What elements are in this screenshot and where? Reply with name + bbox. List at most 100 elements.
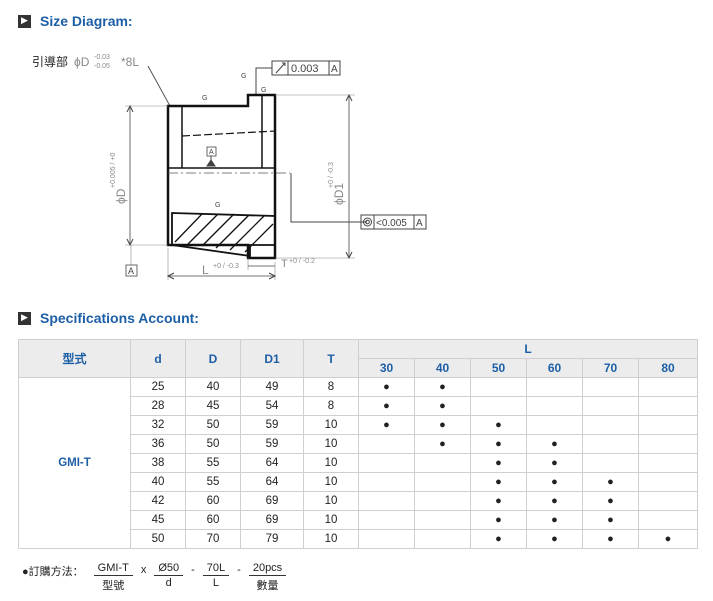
- cell-T: 10: [303, 510, 359, 530]
- lead-label: 引導部: [32, 54, 68, 69]
- availability-cell-l60: [526, 377, 583, 397]
- order-part: GMI-T 型號: [93, 562, 133, 593]
- availability-cell-l80: [638, 453, 698, 473]
- availability-cell-l50: ●: [470, 510, 527, 530]
- order-part-caption: d: [165, 577, 172, 589]
- order-operator: -: [237, 564, 241, 576]
- availability-cell-l30: [358, 529, 415, 549]
- datum-bore: A: [209, 149, 214, 156]
- availability-cell-l80: [638, 491, 698, 511]
- t-dim-tol: +0 / -0.2: [289, 258, 315, 265]
- header-l-60: 60: [526, 358, 583, 378]
- availability-cell-l80: [638, 415, 698, 435]
- cell-d: 50: [130, 529, 186, 549]
- finish-mark-flange: G: [261, 87, 266, 94]
- availability-cell-l40: [414, 510, 471, 530]
- datum-base: A: [128, 266, 134, 276]
- availability-cell-l50: [470, 396, 527, 416]
- lead-tol-top: -0.03: [94, 54, 110, 61]
- cell-d: 36: [130, 434, 186, 454]
- header-D1: D1: [240, 339, 304, 378]
- availability-cell-l40: ●: [414, 415, 471, 435]
- cell-d: 40: [130, 472, 186, 492]
- runout-datum: A: [331, 64, 338, 75]
- header-l-40: 40: [414, 358, 471, 378]
- availability-cell-l80: [638, 472, 698, 492]
- availability-cell-l60: ●: [526, 510, 583, 530]
- header-l-70: 70: [582, 358, 639, 378]
- availability-cell-l80: [638, 510, 698, 530]
- model-cell: GMI-T: [18, 377, 131, 549]
- availability-cell-l30: ●: [358, 396, 415, 416]
- spec-heading: ▶ Specifications Account:: [18, 310, 199, 326]
- order-part-caption: 數量: [256, 580, 279, 592]
- order-part-value: GMI-T: [93, 562, 133, 576]
- d1-dim-tol: +0 / -0.3: [328, 162, 335, 188]
- cell-T: 10: [303, 472, 359, 492]
- availability-cell-l60: [526, 396, 583, 416]
- availability-cell-l40: [414, 472, 471, 492]
- availability-cell-l80: [638, 434, 698, 454]
- size-diagram: 引導部 ϕD -0.03 -0.05 *8L 0.003 A G G G G A…: [32, 54, 427, 280]
- lead-len: *8L: [121, 55, 139, 69]
- concentricity-datum: A: [416, 218, 423, 229]
- availability-cell-l40: ●: [414, 377, 471, 397]
- availability-cell-l70: ●: [582, 529, 639, 549]
- cell-d: 28: [130, 396, 186, 416]
- availability-cell-l60: [526, 415, 583, 435]
- availability-cell-l40: [414, 529, 471, 549]
- cell-T: 10: [303, 453, 359, 473]
- availability-cell-l30: ●: [358, 377, 415, 397]
- cell-D1: 69: [240, 510, 304, 530]
- finish-mark-od: G: [202, 95, 207, 102]
- availability-cell-l50: ●: [470, 472, 527, 492]
- order-operator: x: [140, 564, 147, 576]
- cell-D1: 59: [240, 434, 304, 454]
- cell-D: 60: [185, 491, 241, 511]
- availability-cell-l50: [470, 377, 527, 397]
- availability-cell-l70: ●: [582, 510, 639, 530]
- availability-cell-l80: [638, 396, 698, 416]
- availability-cell-l50: ●: [470, 491, 527, 511]
- availability-cell-l30: [358, 491, 415, 511]
- order-operator: -: [191, 564, 195, 576]
- availability-cell-l60: ●: [526, 472, 583, 492]
- cell-T: 10: [303, 491, 359, 511]
- cell-T: 10: [303, 434, 359, 454]
- concentricity-value: <0.005: [376, 218, 407, 229]
- size-diagram-title: Size Diagram:: [40, 13, 133, 29]
- header-l-30: 30: [358, 358, 415, 378]
- d-dim-tol: +0.005 / +0: [110, 152, 117, 188]
- d-dim-label: ϕD: [114, 188, 128, 204]
- cell-d: 38: [130, 453, 186, 473]
- availability-cell-l60: ●: [526, 491, 583, 511]
- cell-D1: 49: [240, 377, 304, 397]
- order-label: ●訂購方法：: [22, 566, 84, 578]
- availability-cell-l60: ●: [526, 453, 583, 473]
- availability-cell-l50: ●: [470, 453, 527, 473]
- availability-cell-l60: ●: [526, 434, 583, 454]
- availability-cell-l30: [358, 453, 415, 473]
- order-part-caption: 型號: [102, 580, 125, 592]
- hatched-section: [171, 212, 276, 258]
- availability-cell-l50: ●: [470, 529, 527, 549]
- availability-cell-l30: [358, 510, 415, 530]
- cell-D1: 64: [240, 453, 304, 473]
- cell-D: 55: [185, 453, 241, 473]
- cell-D: 55: [185, 472, 241, 492]
- availability-cell-l30: [358, 434, 415, 454]
- finish-mark-bore: G: [215, 202, 220, 209]
- cell-T: 8: [303, 377, 359, 397]
- runout-value: 0.003: [291, 63, 319, 75]
- t-dim-label: T: [281, 258, 288, 270]
- cell-d: 32: [130, 415, 186, 435]
- availability-cell-l60: ●: [526, 529, 583, 549]
- arrow-right-icon: ▶: [18, 14, 31, 28]
- availability-cell-l70: [582, 377, 639, 397]
- cell-D1: 59: [240, 415, 304, 435]
- runout-arrow-icon: [275, 62, 286, 74]
- availability-cell-l80: [638, 377, 698, 397]
